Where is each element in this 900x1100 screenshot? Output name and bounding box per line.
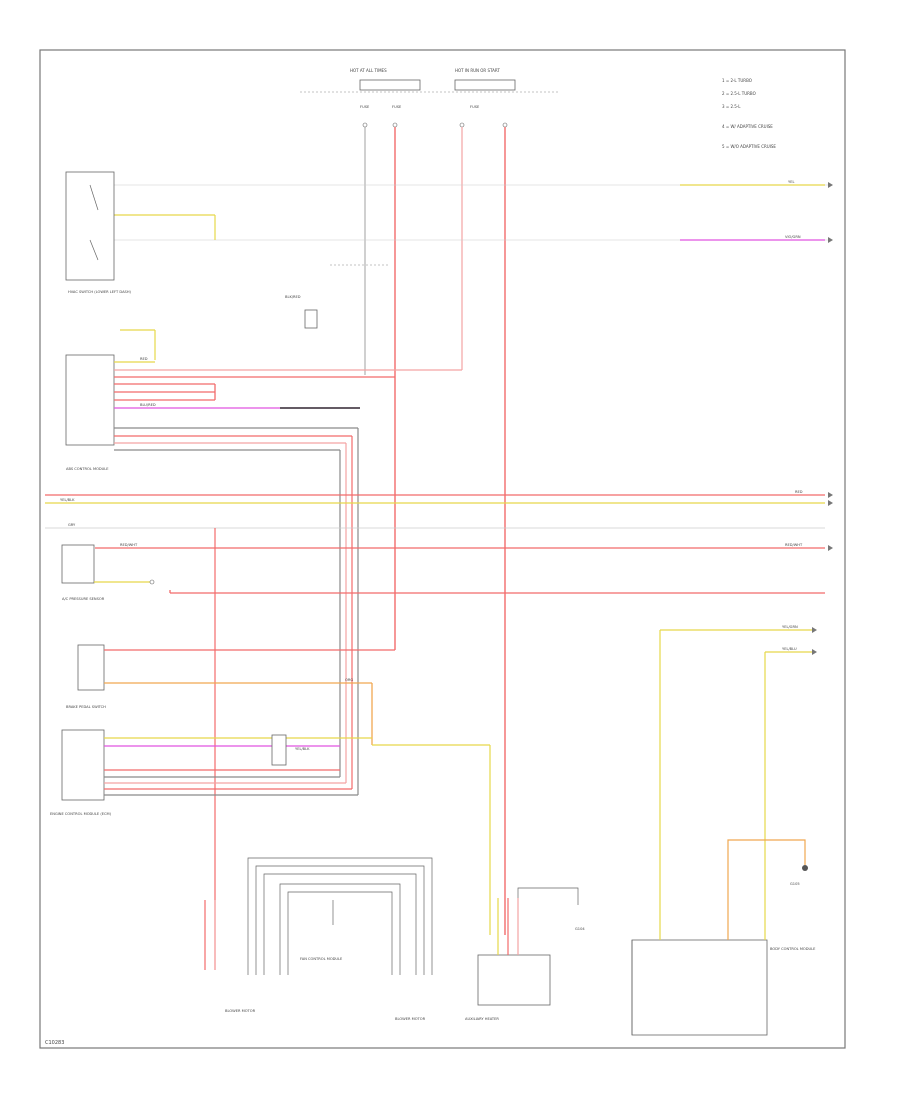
wire-label-redwht-left: RED/WHT: [120, 543, 138, 547]
fuse-box-1-label: HOT AT ALL TIMES: [350, 68, 387, 73]
footer-code: C10283: [45, 1040, 64, 1046]
wire-label-yelgrn: YEL/GRN: [782, 625, 798, 629]
wire-label-org: ORG: [345, 678, 353, 682]
motor-left-label: BLOWER MOTOR: [225, 1009, 256, 1013]
ground-1-label: G104: [575, 927, 585, 931]
legend-item-3: 3 = 2.5-L: [722, 104, 741, 109]
fuse-box-right: HOT IN RUN OR START FUSE: [440, 68, 560, 128]
brake-pedal-label: BRAKE PEDAL SWITCH: [66, 705, 106, 709]
top-signal-lines: YEL VIO/GRN: [112, 180, 833, 266]
legend-item-1: 1 = 2-L TURBO: [722, 78, 752, 83]
mid-labels: BLK/RED: [120, 295, 318, 360]
horizontal-bus: RED YEL/BLK GRY RED/WHT RED/WHT: [45, 490, 833, 970]
fuse-box-left: HOT AT ALL TIMES FUSE FUSE: [300, 68, 440, 128]
wire-label-viogrn-2: BLU/RED: [140, 403, 156, 407]
legend-item-4: 4 = W/ ADAPTIVE CRUISE: [722, 124, 773, 129]
ecm-module-label: ENGINE CONTROL MODULE (ECM): [50, 812, 112, 816]
fan-module-label: FAN CONTROL MODULE: [300, 957, 343, 961]
blower-motor-left: BLOWER MOTOR: [204, 900, 256, 1013]
wire-label-yelblk: YEL/BLK: [295, 747, 310, 751]
wire-label-red-bus: RED: [795, 490, 803, 494]
legend-item-5: 5 = W/O ADAPTIVE CRUISE: [722, 144, 776, 149]
fuse-1-label: FUSE: [392, 105, 402, 109]
ac-sensor-label: A/C PRESSURE SENSOR: [62, 597, 105, 601]
ground-2-label: G105: [790, 882, 800, 886]
left-switch: HVAC SWITCH (LOWER LEFT DASH): [65, 171, 132, 294]
fan-control-module: FAN CONTROL MODULE BLOWER MOTOR: [247, 857, 433, 1021]
abs-module: ABS CONTROL MODULE: [65, 354, 115, 471]
right-module-label: BODY CONTROL MODULE: [770, 947, 816, 951]
ac-sensor: A/C PRESSURE SENSOR: [61, 544, 155, 601]
fuse-3-label: FUSE: [470, 105, 480, 109]
motor-right-label: BLOWER MOTOR: [395, 1017, 426, 1021]
legend-item-2: 2 = 2.5-L TURBO: [722, 91, 756, 96]
wire-label-gry-bus: GRY: [68, 523, 76, 527]
aux-heater: AUXILIARY HEATER: [465, 887, 579, 1021]
wire-label-redwht: RED/WHT: [785, 543, 803, 547]
wire-label-yel-bus: YEL/BLK: [60, 498, 75, 502]
aux-heater-label: AUXILIARY HEATER: [465, 1017, 499, 1021]
fuse-2-label: FUSE: [360, 105, 370, 109]
bundle-verticals: [339, 428, 359, 795]
feeder-wires: [364, 127, 506, 935]
wire-label-blkred: BLK/RED: [285, 295, 301, 299]
abs-module-label: ABS CONTROL MODULE: [66, 467, 109, 471]
fuse-box-2-label: HOT IN RUN OR START: [455, 68, 500, 73]
wire-label-vio: VIO/GRN: [785, 235, 801, 239]
ecm-module: ENGINE CONTROL MODULE (ECM) YEL/BLK: [50, 729, 491, 935]
wire-label-yelblu: YEL/BLU: [782, 647, 797, 651]
right-module: YEL/GRN YEL/BLU G105 BODY CONTROL MODULE…: [575, 625, 817, 1036]
brake-pedal-switch: BRAKE PEDAL SWITCH ORG: [66, 644, 395, 745]
legend: 1 = 2-L TURBO 2 = 2.5-L TURBO 3 = 2.5-L …: [722, 78, 776, 149]
wire-label-red: RED: [140, 357, 148, 361]
left-switch-label: HVAC SWITCH (LOWER LEFT DASH): [68, 290, 132, 294]
abs-wire-bundle: RED BLU/RED: [114, 357, 462, 451]
wire-label-yel: YEL: [788, 180, 794, 184]
diagram-frame: [39, 49, 846, 1049]
